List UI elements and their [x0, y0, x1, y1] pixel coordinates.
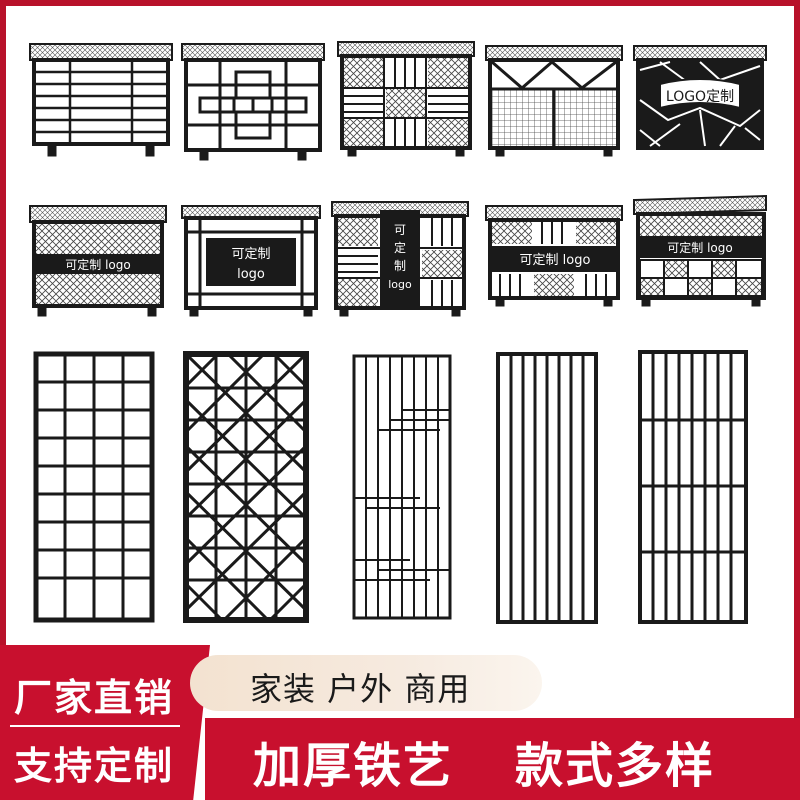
logo-label-top: LOGO定制	[666, 89, 734, 105]
panel-frame-plaque: 可定制 logo	[181, 205, 321, 317]
panel-slats-band: 可定制 logo	[485, 205, 623, 307]
screen-vertical-bars	[496, 352, 598, 624]
screen-vertical-bars-rails	[638, 350, 748, 624]
screen-x-lattice	[183, 351, 309, 623]
usage-text: 家装 户外 商用	[250, 670, 471, 708]
bottom-banner: 加厚铁艺 款式多样	[205, 718, 800, 800]
banner-left-block: 厂家直销 支持定制	[0, 645, 210, 800]
logo-label-vertical-3: 制	[394, 259, 406, 273]
logo-label-vertical-4: logo	[388, 278, 412, 291]
logo-label-vertical-2: 定	[394, 240, 406, 255]
logo-label-band-1: 可定制 logo	[65, 257, 130, 272]
usage-pill: 家装 户外 商用	[190, 655, 542, 711]
panel-band-tiles: 可定制 logo	[633, 194, 767, 307]
panel-checker-vertical-sign: 可 定 制 logo	[331, 201, 469, 317]
thick-iron-text: 加厚铁艺	[253, 738, 454, 794]
screen-grid	[33, 351, 155, 623]
panel-horizontal-bars	[29, 43, 173, 157]
many-styles-text: 款式多样	[515, 738, 716, 794]
logo-label-band-2: 可定制 logo	[520, 253, 591, 268]
banner-factory-direct: 厂家直销	[14, 676, 175, 720]
panel-mesh-band: 可定制 logo	[29, 205, 167, 317]
banner-divider	[10, 725, 180, 727]
logo-label-band-3: 可定制 logo	[667, 240, 732, 255]
product-gallery: LOGO定制 可定制 logo 可定制 logo	[29, 41, 767, 624]
panel-chinese-lattice	[181, 43, 325, 161]
banner-custom-support: 支持定制	[14, 744, 175, 788]
panel-truss-mesh	[485, 45, 623, 157]
logo-label-plaque-2: logo	[237, 267, 265, 282]
logo-label-plaque-1: 可定制	[231, 247, 270, 262]
panel-cracked-ice: LOGO定制	[633, 45, 767, 150]
screen-staggered-lines	[352, 354, 452, 620]
panel-checker-lines	[337, 41, 475, 157]
logo-label-vertical-1: 可	[394, 223, 406, 237]
